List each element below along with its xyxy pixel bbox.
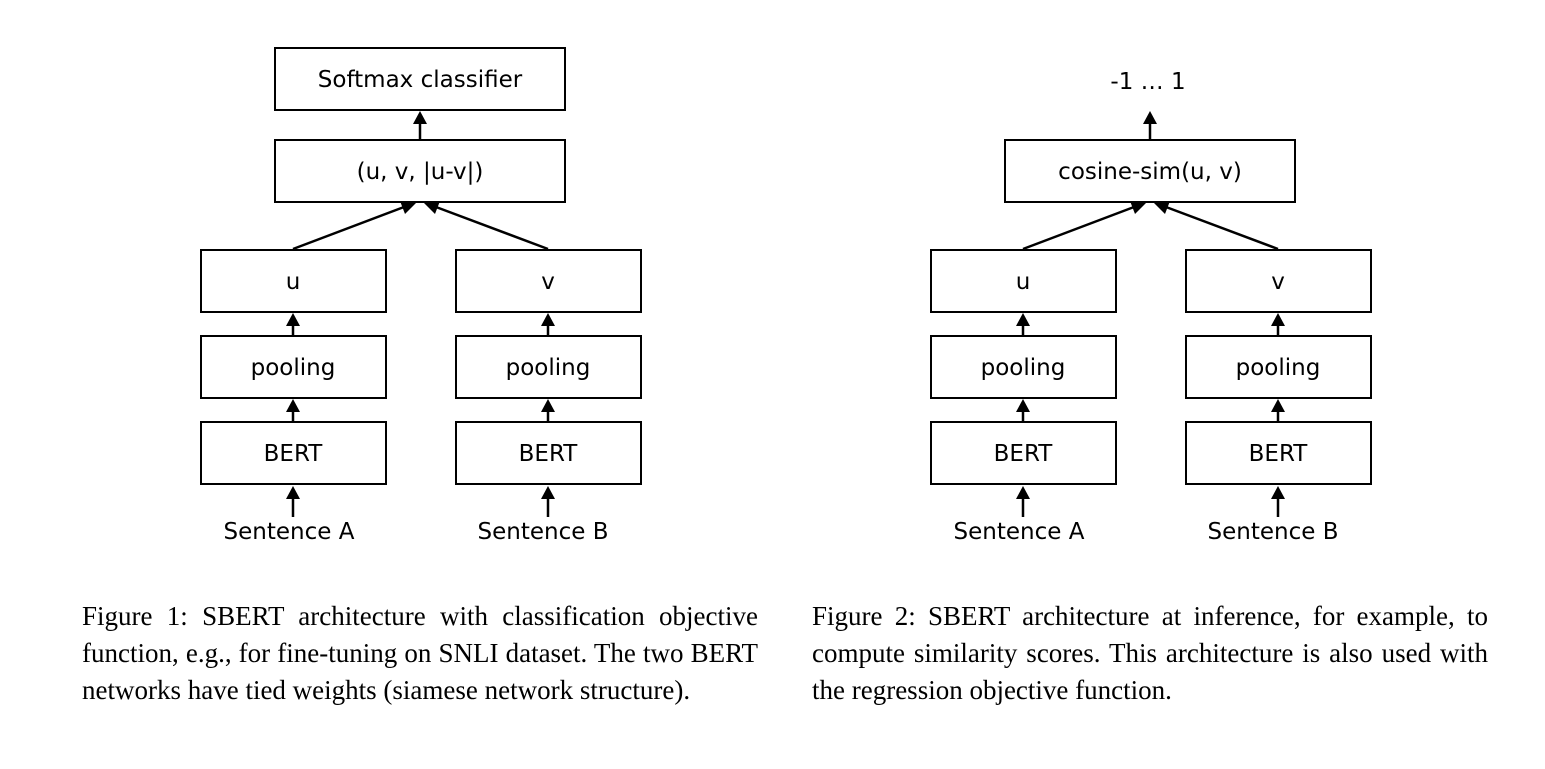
f1-u-box [200, 249, 387, 313]
f2-sentence-a-label: Sentence A [954, 519, 1085, 545]
f2-bert-left-box [930, 421, 1117, 485]
f2-arrowhead-pool-right [1271, 399, 1285, 412]
f1-arrow-v-to-concat [435, 205, 549, 251]
sbert-diagrams: Softmax classifier (u, v, |u-v|) u pooli… [200, 47, 1372, 545]
f1-softmax-label: Softmax classifier [318, 67, 523, 93]
f2-bert-left-label: BERT [994, 441, 1054, 467]
f1-u-label: u [286, 269, 301, 295]
figure2-diagram: -1 … 1 cosine-sim(u, v) u pooling BERT S… [930, 69, 1372, 545]
f2-u-box [930, 249, 1117, 313]
f1-bert-left-box [200, 421, 387, 485]
f2-bert-right-box [1185, 421, 1372, 485]
f2-arrow-v-to-cosine [1165, 205, 1279, 251]
f1-arrowhead-bert-right [541, 486, 555, 499]
f2-cosine-box [1004, 139, 1296, 203]
f1-arrowhead-v-in [541, 313, 555, 326]
f2-sentence-b-label: Sentence B [1208, 519, 1339, 545]
f1-sentence-a-label: Sentence A [224, 519, 355, 545]
f2-arrowhead-pool-left [1016, 399, 1030, 412]
f1-v-label: v [541, 269, 555, 295]
f2-cosine-label: cosine-sim(u, v) [1058, 159, 1242, 185]
f2-score-range-label: -1 … 1 [1110, 69, 1185, 95]
f2-v-label: v [1271, 269, 1285, 295]
f1-arrow-u-to-concat [292, 205, 405, 251]
f2-arrowhead-score [1143, 111, 1157, 124]
f1-arrowhead-pool-left [286, 399, 300, 412]
f1-bert-left-label: BERT [264, 441, 324, 467]
f1-v-box [455, 249, 642, 313]
f2-arrowhead-bert-left [1016, 486, 1030, 499]
f2-pooling-right-label: pooling [1236, 355, 1321, 381]
f1-concat-label: (u, v, |u-v|) [357, 159, 484, 185]
f1-pooling-left-label: pooling [251, 355, 336, 381]
f1-arrowhead-pool-right [541, 399, 555, 412]
f2-v-box [1185, 249, 1372, 313]
f2-u-label: u [1016, 269, 1031, 295]
f2-pooling-left-label: pooling [981, 355, 1066, 381]
f1-arrowhead-bert-left [286, 486, 300, 499]
f1-bert-right-box [455, 421, 642, 485]
f1-pooling-right-box [455, 335, 642, 399]
f2-arrow-u-to-cosine [1022, 205, 1135, 251]
f1-arrowhead-u-in [286, 313, 300, 326]
f1-sentence-b-label: Sentence B [478, 519, 609, 545]
f2-arrowhead-v [1154, 201, 1170, 214]
f1-arrowhead-u [400, 201, 416, 214]
f1-arrowhead-v [424, 201, 440, 214]
f1-pooling-left-box [200, 335, 387, 399]
figure2-caption: Figure 2: SBERT architecture at inferenc… [812, 601, 1488, 705]
f2-bert-right-label: BERT [1249, 441, 1309, 467]
f1-softmax-box [274, 47, 566, 111]
f2-arrowhead-u-in [1016, 313, 1030, 326]
f2-pooling-left-box [930, 335, 1117, 399]
f1-arrowhead-softmax [413, 111, 427, 124]
f1-pooling-right-label: pooling [506, 355, 591, 381]
figure1-diagram: Softmax classifier (u, v, |u-v|) u pooli… [200, 47, 642, 545]
f1-bert-right-label: BERT [519, 441, 579, 467]
figure1-caption: Figure 1: SBERT architecture with classi… [82, 601, 758, 705]
f1-concat-box [274, 139, 566, 203]
f2-arrowhead-u [1130, 201, 1146, 214]
f2-arrowhead-v-in [1271, 313, 1285, 326]
f2-pooling-right-box [1185, 335, 1372, 399]
f2-arrowhead-bert-right [1271, 486, 1285, 499]
